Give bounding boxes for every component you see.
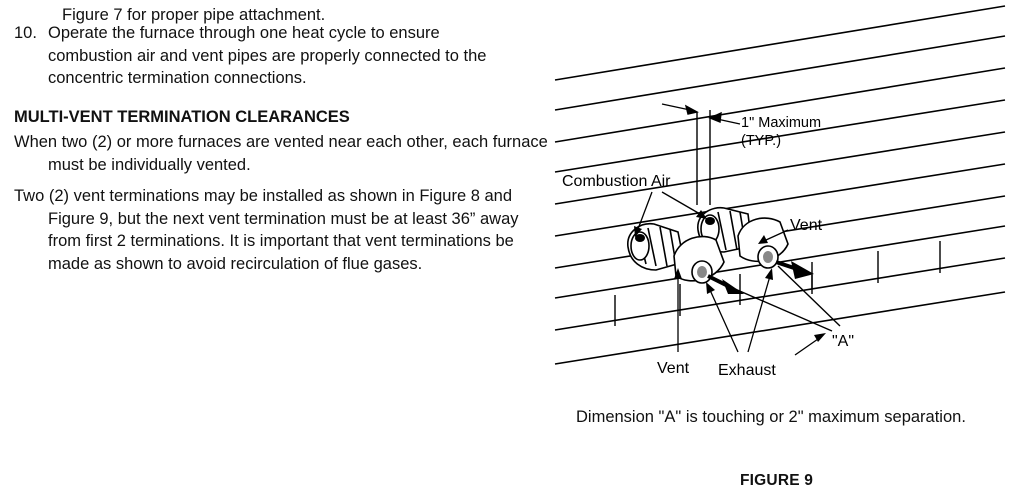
vent-termination-diagram: 1" Maximum (TYP.) <box>554 5 1006 379</box>
section-heading: MULTI-VENT TERMINATION CLEARANCES <box>14 108 350 126</box>
step-text: Operate the furnace through one heat cyc… <box>48 24 487 87</box>
dimension-marker <box>661 103 741 205</box>
leader-lines <box>634 191 826 356</box>
label-maximum: 1" Maximum <box>741 115 821 131</box>
label-combustion-air: Combustion Air <box>562 173 671 190</box>
label-vent-bottom: Vent <box>657 360 690 377</box>
label-exhaust: Exhaust <box>718 362 776 379</box>
label-typ: (TYP.) <box>741 133 781 149</box>
label-dimension-a: "A" <box>832 333 854 350</box>
vent-cap-left <box>673 235 725 284</box>
figure-caption: Dimension "A" is touching or 2" maximum … <box>576 408 966 426</box>
cut-off-text-line: Figure 7 for proper pipe attachment. <box>62 5 326 24</box>
step-10: 10. Operate the furnace through one heat… <box>14 22 514 90</box>
figure-title: FIGURE 9 <box>740 472 814 489</box>
paragraph-two-terminations: Two (2) vent terminations may be install… <box>14 187 519 273</box>
step-number: 10. <box>14 24 37 42</box>
combustion-air-cap-left <box>627 222 685 271</box>
dimension-a-lines <box>711 265 841 332</box>
paragraph-individual-venting: When two (2) or more furnaces are vented… <box>14 133 548 174</box>
label-vent-right: Vent <box>790 217 823 234</box>
